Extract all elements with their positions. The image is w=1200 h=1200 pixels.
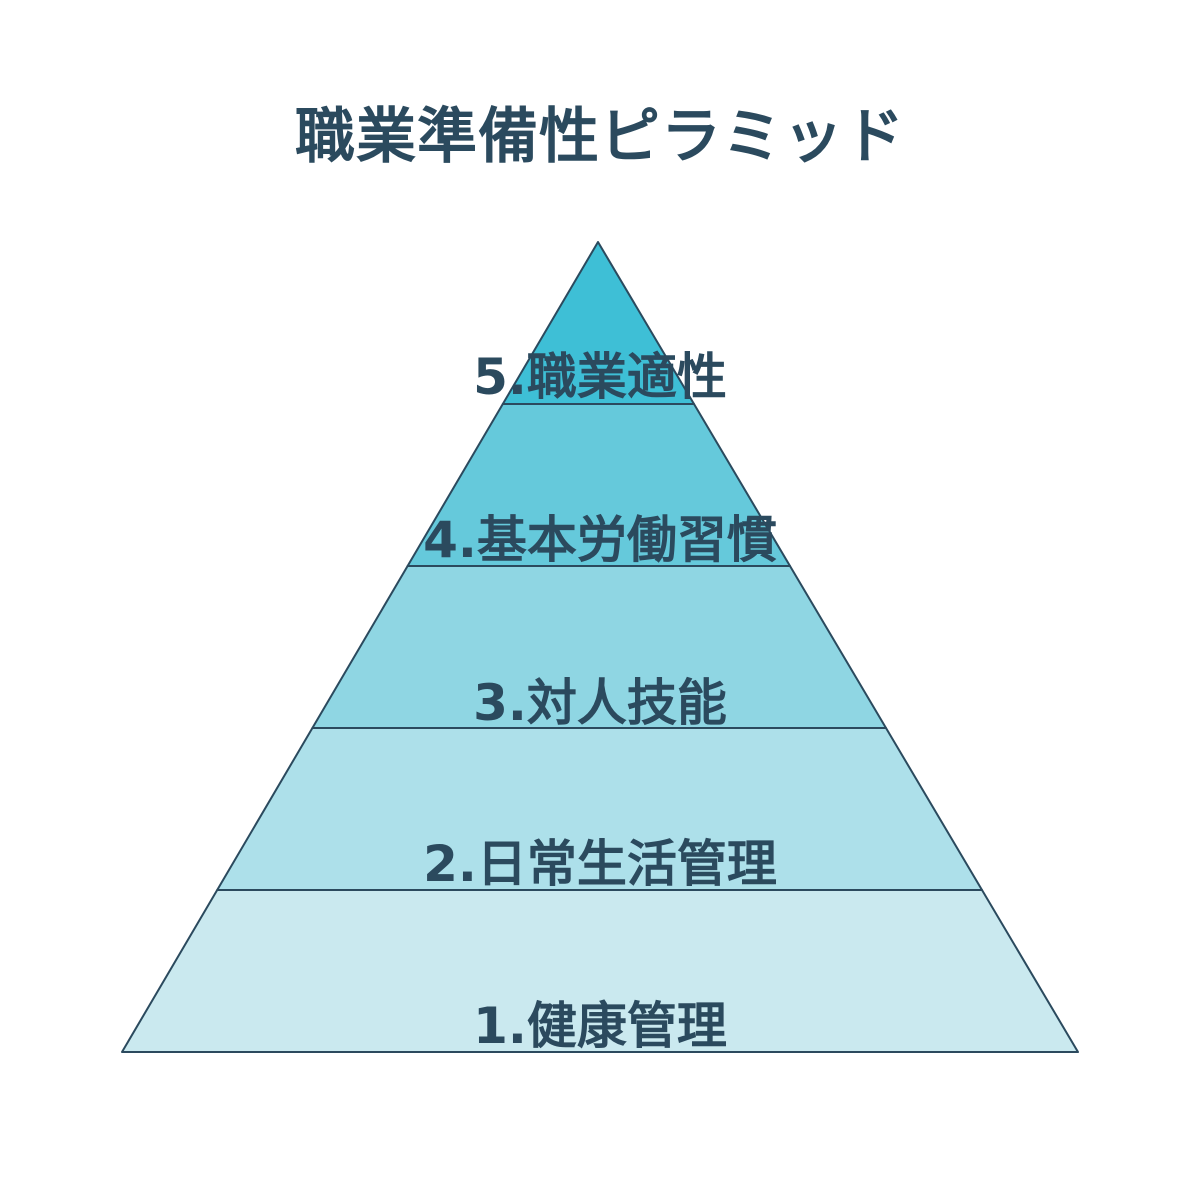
pyramid-labels: 5.職業適性 4.基本労働習慣 3.対人技能 2.日常生活管理 1.健康管理 [423, 348, 777, 1055]
level-label-5: 5.職業適性 [473, 348, 727, 406]
pyramid-bands [121, 241, 1079, 1053]
level-label-1: 1.健康管理 [473, 997, 727, 1055]
level-label-4: 4.基本労働習慣 [423, 511, 777, 569]
level-label-3: 3.対人技能 [473, 674, 727, 732]
page-title: 職業準備性ピラミッド [295, 102, 905, 172]
pyramid-band-1 [121, 889, 1079, 1053]
level-label-2: 2.日常生活管理 [423, 835, 777, 893]
